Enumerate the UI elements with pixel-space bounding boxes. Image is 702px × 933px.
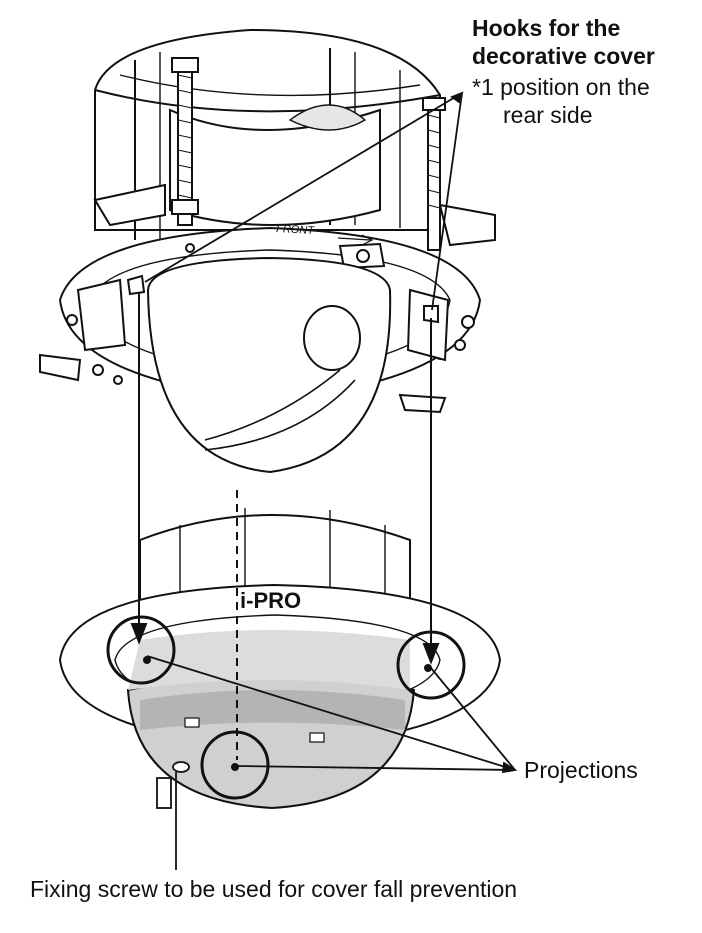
projection-dots — [143, 656, 432, 771]
hooks-label: Hooks for the decorative cover — [472, 14, 655, 70]
projection-circles — [106, 615, 466, 800]
hook-left — [126, 274, 146, 296]
front-arrow-icon — [337, 234, 374, 246]
alignment-arrows — [130, 292, 440, 665]
fixing-screw — [156, 761, 190, 870]
hooks-note-line2: rear side — [503, 102, 593, 128]
projections-label: Projections — [524, 757, 638, 783]
brand-logo: i-PRO — [240, 588, 301, 613]
hooks-label-line1: Hooks for the — [472, 15, 621, 41]
threaded-rod-right — [422, 97, 446, 251]
dome-cover-shaded — [126, 630, 416, 810]
front-marking: FRONT — [276, 223, 316, 237]
fixing-screw-label: Fixing screw to be used for cover fall p… — [30, 876, 518, 902]
leader-lines — [144, 91, 518, 774]
hooks-note-line1: *1 position on the — [472, 74, 650, 100]
camera-dome-upper — [146, 256, 392, 474]
svg-text:i-PRO: i-PRO — [240, 588, 301, 613]
threaded-rod-left — [171, 57, 199, 226]
mounting-bracket — [93, 28, 496, 251]
hooks-label-line2: decorative cover — [472, 43, 655, 69]
